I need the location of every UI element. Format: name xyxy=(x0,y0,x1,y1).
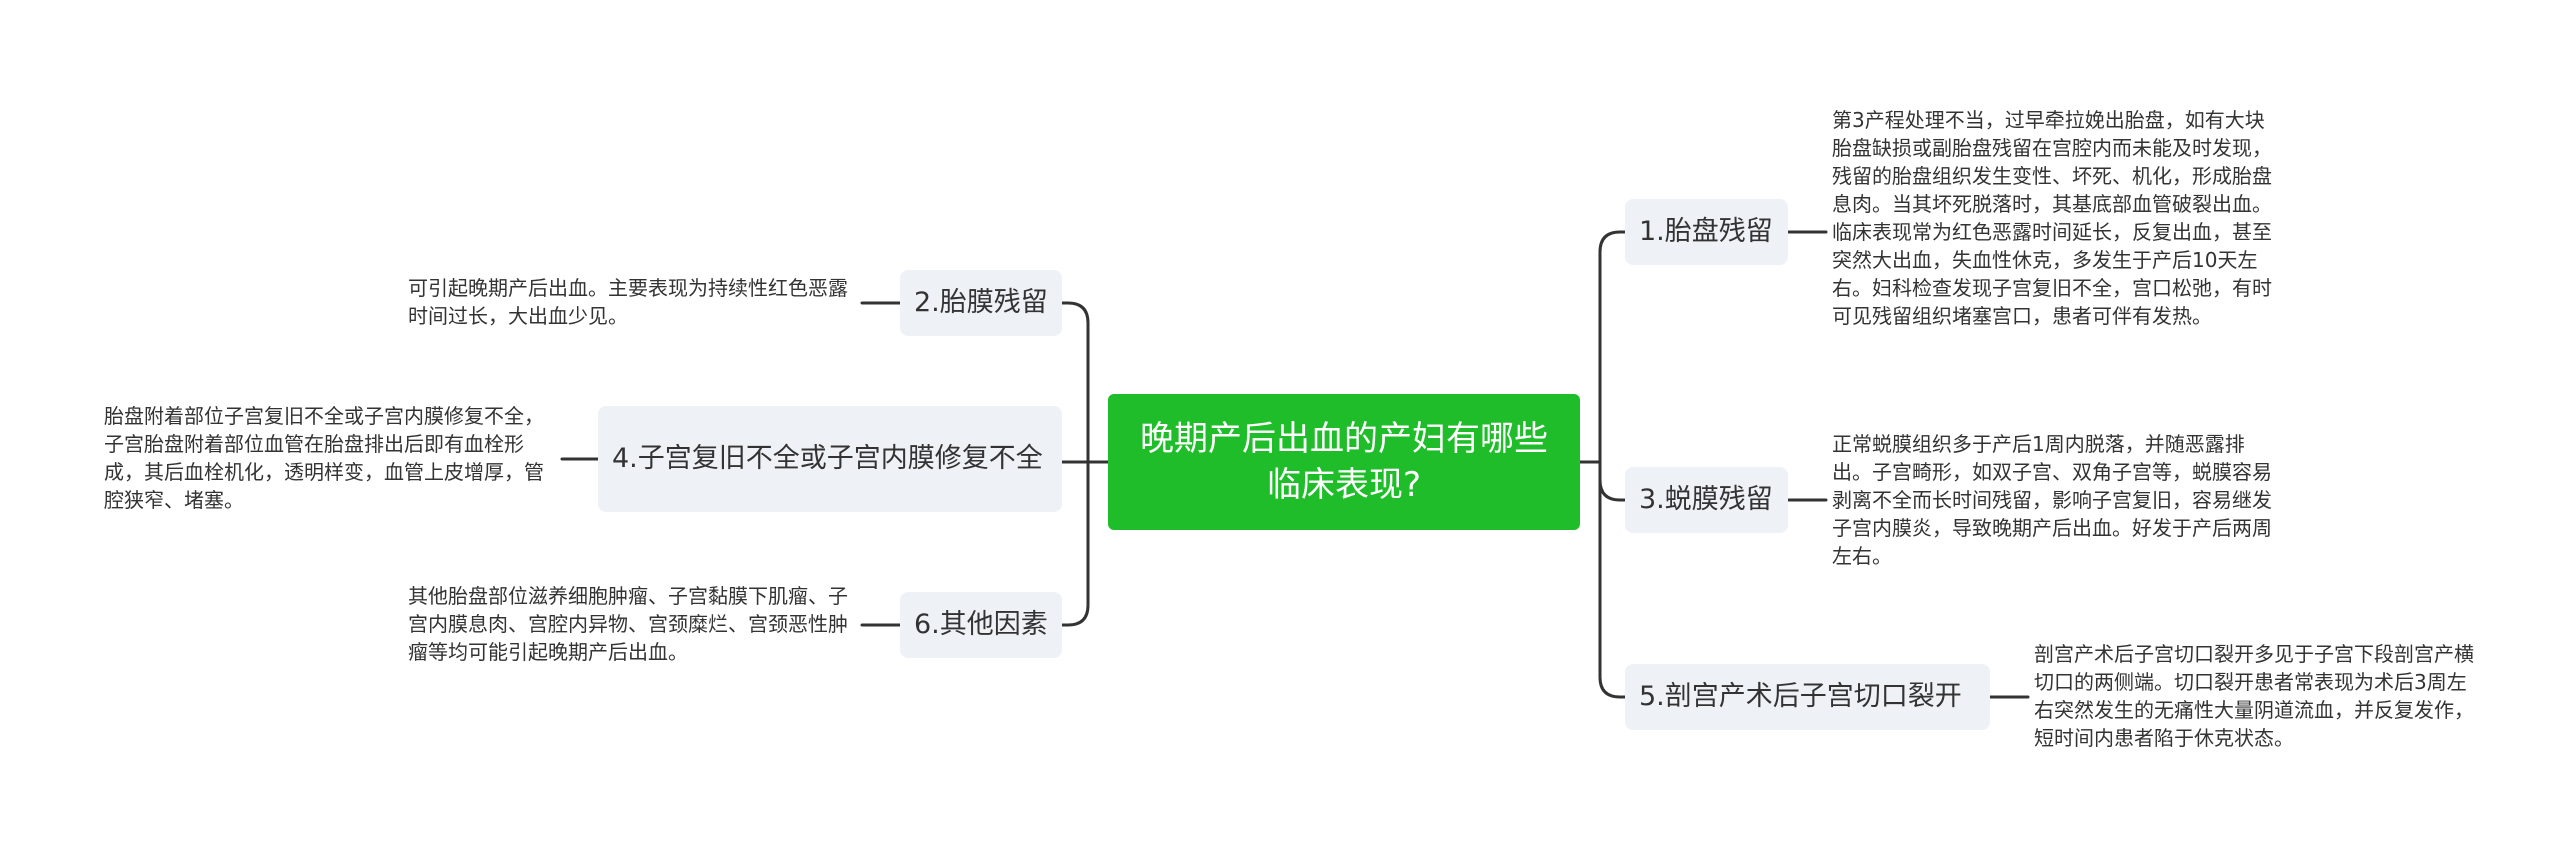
link-right-branch-1 xyxy=(1598,230,1627,464)
branch-left-2[interactable]: 4.子宫复旧不全或子宫内膜修复不全 xyxy=(598,406,1062,512)
branch-label: 3.蜕膜残留 xyxy=(1639,484,1773,515)
branch-right-1[interactable]: 1.胎盘残留 xyxy=(1625,199,1788,265)
branch-label: 5.剖宫产术后子宫切口裂开 xyxy=(1639,681,1962,712)
link-right-branch-3 xyxy=(1598,460,1627,699)
leaf-left-1: 可引起晚期产后出血。主要表现为持续性红色恶露时间过长，大出血少见。 xyxy=(408,276,848,328)
leaf-left-2: 胎盘附着部位子宫复旧不全或子宫内膜修复不全，子宫胎盘附着部位血管在胎盘排出后即有… xyxy=(104,404,544,512)
branch-right-3[interactable]: 5.剖宫产术后子宫切口裂开 xyxy=(1625,664,1990,730)
branch-label: 2.胎膜残留 xyxy=(914,287,1048,318)
root-topic-text: 晚期产后出血的产妇有哪些临床表现? xyxy=(1140,419,1548,505)
branch-left-1[interactable]: 2.胎膜残留 xyxy=(900,270,1062,336)
leaf-right-1: 第3产程处理不当，过早牵拉娩出胎盘，如有大块胎盘缺损或副胎盘残留在宫腔内而未能及… xyxy=(1832,108,2272,328)
leaf-left-3: 其他胎盘部位滋养细胞肿瘤、子宫黏膜下肌瘤、子宫内膜息肉、宫腔内异物、宫颈糜烂、宫… xyxy=(408,584,848,664)
link-left-branch-3 xyxy=(1060,460,1090,627)
branch-left-3[interactable]: 6.其他因素 xyxy=(900,592,1062,658)
link-right-branch-2 xyxy=(1598,460,1627,502)
root-topic[interactable]: 晚期产后出血的产妇有哪些临床表现? xyxy=(1108,394,1580,530)
leaf-right-2: 正常蜕膜组织多于产后1周内脱落，并随恶露排出。子宫畸形，如双子宫、双角子宫等，蜕… xyxy=(1832,432,2272,568)
link-left-branch-1 xyxy=(1060,301,1090,464)
branch-label: 6.其他因素 xyxy=(914,609,1048,640)
leaf-right-3: 剖宫产术后子宫切口裂开多见于子宫下段剖宫产横切口的两侧端。切口裂开患者常表现为术… xyxy=(2034,642,2474,750)
branch-label: 4.子宫复旧不全或子宫内膜修复不全 xyxy=(612,443,1043,474)
branch-label: 1.胎盘残留 xyxy=(1639,216,1773,247)
branch-right-2[interactable]: 3.蜕膜残留 xyxy=(1625,467,1788,533)
